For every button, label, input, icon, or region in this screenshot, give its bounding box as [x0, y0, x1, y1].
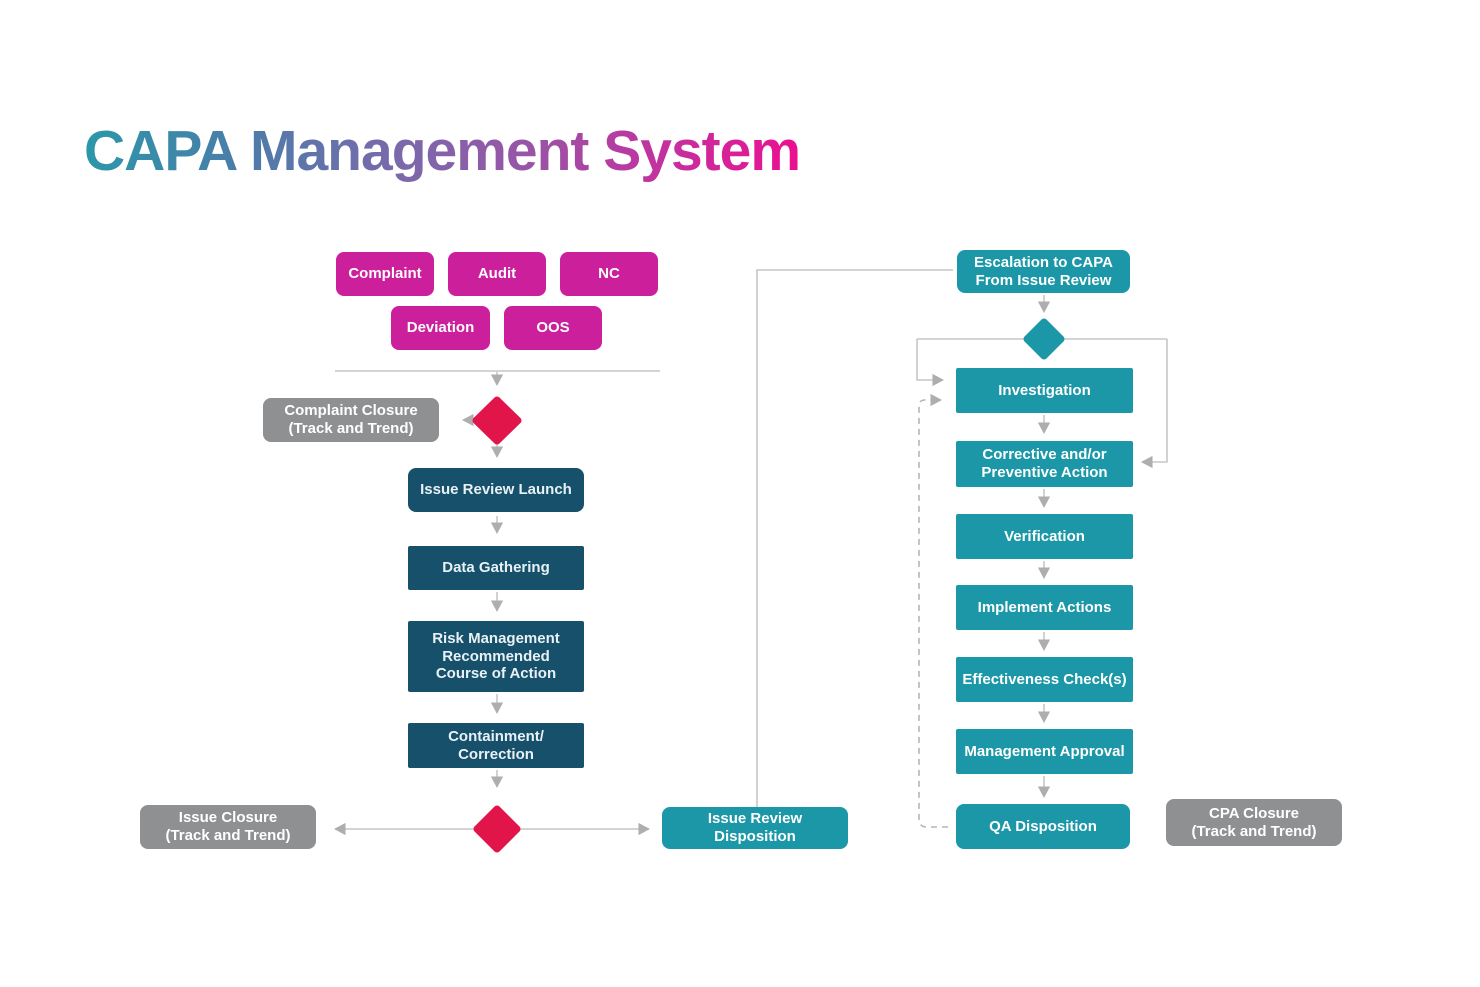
node-complaint: Complaint	[336, 252, 434, 296]
node-oos: OOS	[504, 306, 602, 350]
decision-diamond-issue-closure	[473, 805, 521, 853]
node-issue-closure: Issue Closure (Track and Trend)	[140, 805, 316, 849]
node-escalation: Escalation to CAPA From Issue Review	[957, 250, 1130, 293]
node-data-gathering: Data Gathering	[408, 546, 584, 590]
node-effectiveness-checks: Effectiveness Check(s)	[956, 657, 1133, 702]
node-issue-review-launch: Issue Review Launch	[408, 468, 584, 512]
node-audit: Audit	[448, 252, 546, 296]
node-qa-disposition: QA Disposition	[956, 804, 1130, 849]
node-implement-actions: Implement Actions	[956, 585, 1133, 630]
node-corrective-preventive: Corrective and/or Preventive Action	[956, 441, 1133, 487]
node-deviation: Deviation	[391, 306, 490, 350]
node-verification: Verification	[956, 514, 1133, 559]
node-risk-management: Risk Management Recommended Course of Ac…	[408, 621, 584, 692]
node-nc: NC	[560, 252, 658, 296]
page-title: CAPA Management System	[84, 119, 801, 183]
decision-diamond-complaint	[472, 396, 522, 445]
feedback-dashed-connector	[918, 393, 948, 828]
node-containment-correction: Containment/ Correction	[408, 723, 584, 768]
node-investigation: Investigation	[956, 368, 1133, 413]
node-issue-review-disposition: Issue Review Disposition	[662, 807, 848, 849]
node-management-approval: Management Approval	[956, 729, 1133, 774]
decision-diamond-capa	[1023, 318, 1065, 360]
node-complaint-closure: Complaint Closure (Track and Trend)	[263, 398, 439, 442]
node-cpa-closure: CPA Closure (Track and Trend)	[1166, 799, 1342, 846]
